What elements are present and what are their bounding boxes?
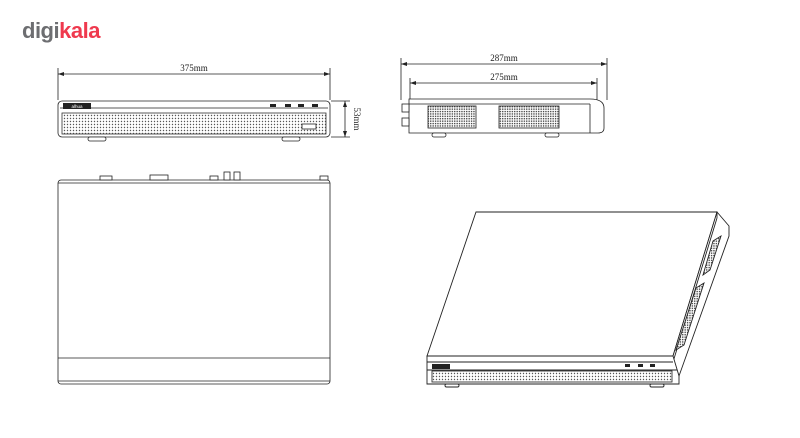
front-view: 375mm alhua 53mm (57, 63, 362, 142)
depth-inner-dimension: 275mm (409, 72, 598, 100)
digikala-logo: digikala (22, 18, 100, 43)
width-dimension: 375mm (57, 63, 331, 100)
depth-outer-dimension: 287mm (400, 53, 608, 100)
top-view (57, 171, 331, 385)
front-logo-text: alhua (71, 104, 83, 109)
height-dimension: 53mm (331, 100, 362, 138)
width-label: 375mm (180, 63, 208, 73)
height-label: 53mm (352, 107, 362, 130)
side-view: 287mm 275mm (400, 53, 608, 138)
front-logo-plate (63, 103, 91, 109)
isometric-view (426, 211, 730, 388)
depth-inner-label: 275mm (490, 72, 518, 82)
depth-outer-label: 287mm (490, 53, 518, 63)
